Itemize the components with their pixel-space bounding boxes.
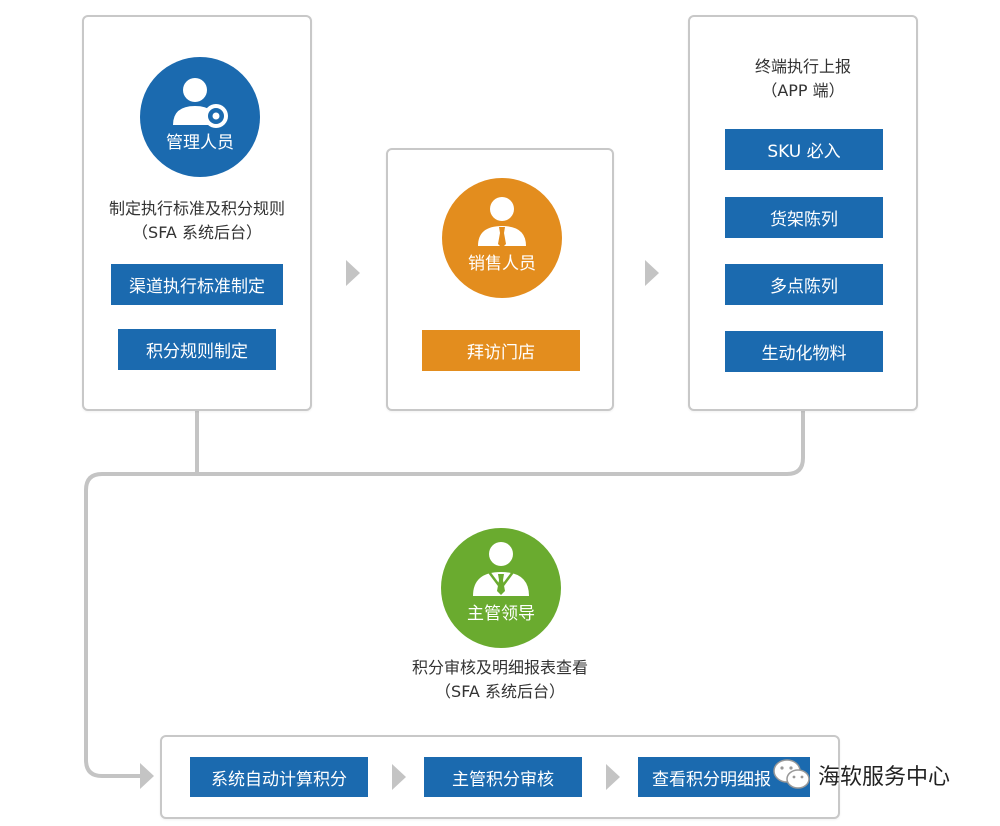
sku-button[interactable]: SKU 必入: [725, 129, 883, 170]
watermark: 海软服务中心: [772, 757, 950, 793]
supervisor-desc-line2: （SFA 系统后台）: [435, 682, 565, 701]
arrow-step2-to-step3: [606, 764, 620, 790]
supervisor-role-circle: 主管领导: [441, 528, 561, 648]
auto-calc-points-button[interactable]: 系统自动计算积分: [190, 757, 368, 797]
shelf-display-button[interactable]: 货架陈列: [725, 197, 883, 238]
terminal-title-line1: 终端执行上报: [754, 57, 851, 76]
supervisor-review-button[interactable]: 主管积分审核: [424, 757, 582, 797]
admin-role-label: 管理人员: [166, 133, 234, 153]
supervisor-icon: [473, 542, 529, 596]
supervisor-role-label: 主管领导: [467, 604, 535, 624]
sales-role-circle: 销售人员: [442, 178, 562, 298]
terminal-panel: 终端执行上报 （APP 端） SKU 必入 货架陈列 多点陈列 生动化物料: [688, 15, 918, 411]
salesperson-icon: [478, 197, 526, 248]
arrow-admin-to-sales: [346, 260, 360, 286]
arrow-sales-to-terminal: [645, 260, 659, 286]
supervisor-desc-line1: 积分审核及明细报表查看: [411, 658, 588, 677]
admin-desc-line2: （SFA 系统后台）: [132, 223, 262, 242]
arrow-step1-to-step2: [392, 764, 406, 790]
admin-role-circle: 管理人员: [140, 57, 260, 177]
loop-line: [84, 410, 805, 778]
terminal-title-line2: （APP 端）: [761, 81, 845, 100]
admin-description: 制定执行标准及积分规则 （SFA 系统后台）: [84, 197, 310, 245]
user-settings-icon: [173, 78, 228, 128]
pos-material-button[interactable]: 生动化物料: [725, 331, 883, 372]
arrow-into-process: [140, 763, 154, 789]
channel-standard-button[interactable]: 渠道执行标准制定: [111, 264, 283, 305]
admin-panel: 管理人员 制定执行标准及积分规则 （SFA 系统后台） 渠道执行标准制定 积分规…: [82, 15, 312, 411]
supervisor-description: 积分审核及明细报表查看 （SFA 系统后台）: [350, 656, 650, 704]
admin-desc-line1: 制定执行标准及积分规则: [108, 199, 285, 218]
visit-store-button[interactable]: 拜访门店: [422, 330, 580, 371]
terminal-title: 终端执行上报 （APP 端）: [690, 55, 916, 103]
sales-role-label: 销售人员: [468, 254, 536, 274]
sales-panel: 销售人员 拜访门店: [386, 148, 614, 411]
multi-point-display-button[interactable]: 多点陈列: [725, 264, 883, 305]
process-panel: 系统自动计算积分 主管积分审核 查看积分明细报: [160, 735, 840, 819]
points-rule-button[interactable]: 积分规则制定: [118, 329, 276, 370]
watermark-text: 海软服务中心: [818, 765, 951, 790]
wechat-icon: [773, 759, 810, 789]
